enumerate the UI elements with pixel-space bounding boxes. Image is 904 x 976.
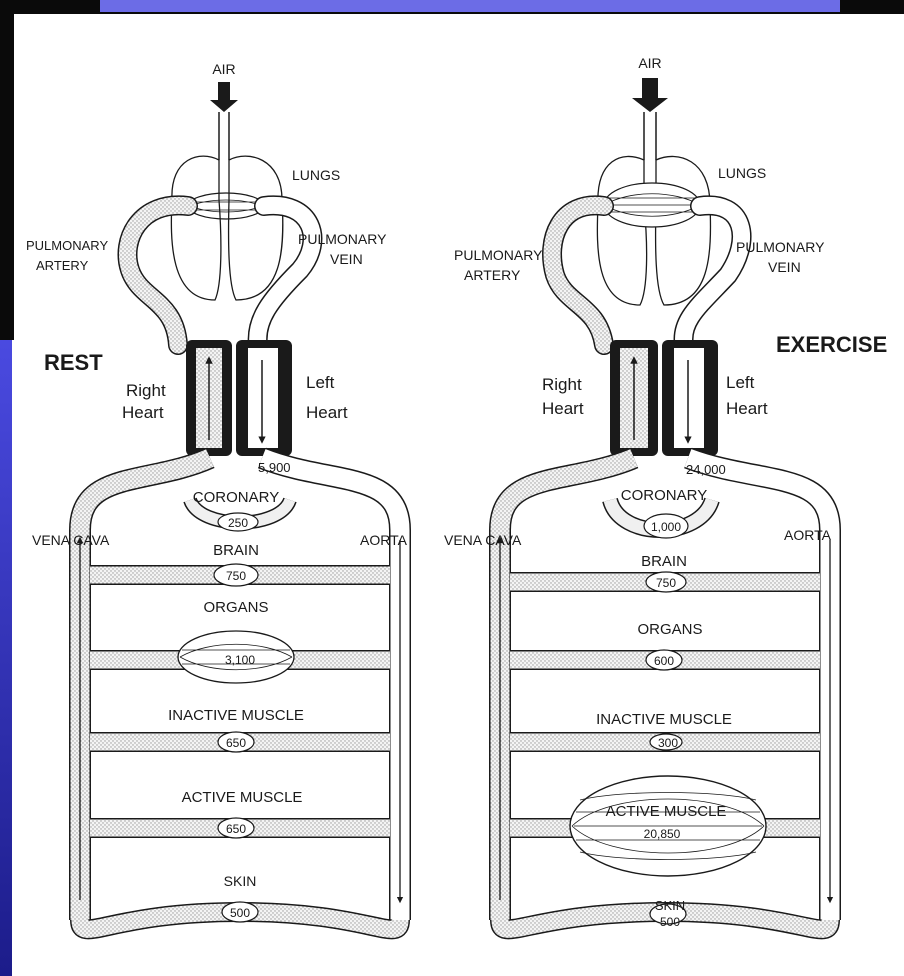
exercise-vena-cava-label: VENA CAVA <box>444 532 522 548</box>
rest-aorta-label: AORTA <box>360 532 408 548</box>
rest-right-heart-label-1: Right <box>126 381 166 400</box>
exercise-coronary-flow: 1,000 <box>651 520 681 534</box>
exercise-right-heart-label-2: Heart <box>542 399 584 418</box>
rest-active-muscle-flow: 650 <box>226 822 246 836</box>
exercise-state-label: EXERCISE <box>776 332 887 357</box>
rest-inactive-muscle-label: INACTIVE MUSCLE <box>168 707 304 724</box>
exercise-inactive-muscle-flow: 300 <box>658 736 678 750</box>
rest-organs-label: ORGANS <box>203 599 268 616</box>
rest-cardiac-output: 5,900 <box>258 460 291 475</box>
rest-active-muscle-label: ACTIVE MUSCLE <box>182 789 303 806</box>
rest-brain-label: BRAIN <box>213 542 259 559</box>
exercise-left-heart-label-2: Heart <box>726 399 768 418</box>
rest-pulmonary-artery-label-2: ARTERY <box>36 258 89 273</box>
rest-state-label: REST <box>44 350 103 375</box>
rest-panel: AIR LUNGS PULMONARY ARTERY PULMONARY VEI… <box>26 61 408 929</box>
rest-left-heart-label-2: Heart <box>306 403 348 422</box>
rest-pulmonary-vein-label-1: PULMONARY <box>298 231 387 247</box>
exercise-brain-flow: 750 <box>656 576 676 590</box>
exercise-aorta-label: AORTA <box>784 527 832 543</box>
left-dark-bar <box>0 0 14 340</box>
exercise-pulmonary-vein-label-1: PULMONARY <box>736 239 825 255</box>
rest-left-heart-label-1: Left <box>306 373 335 392</box>
exercise-right-heart-label-1: Right <box>542 375 582 394</box>
rest-brain-flow: 750 <box>226 569 246 583</box>
air-arrow-icon <box>632 78 668 112</box>
rest-inactive-muscle-flow: 650 <box>226 736 246 750</box>
exercise-organs-label: ORGANS <box>637 621 702 638</box>
rest-pulmonary-vein-label-2: VEIN <box>330 251 363 267</box>
exercise-lungs-label: LUNGS <box>718 165 766 181</box>
exercise-brain-label: BRAIN <box>641 553 687 570</box>
vena-cava-vessel <box>80 458 210 920</box>
top-blue-band <box>100 0 840 12</box>
exercise-air-label: AIR <box>638 55 661 71</box>
exercise-cardiac-output: 24,000 <box>686 462 726 477</box>
exercise-skin-flow: 500 <box>660 915 680 929</box>
rest-coronary-label: CORONARY <box>193 489 279 506</box>
exercise-active-muscle-label: ACTIVE MUSCLE <box>606 803 727 820</box>
rest-air-label: AIR <box>212 61 235 77</box>
exercise-active-muscle-flow: 20,850 <box>644 827 681 841</box>
lungs-outline <box>171 156 221 300</box>
exercise-panel: AIR LUNGS PULMONARY ARTERY PULMONARY VEI… <box>444 55 887 929</box>
rest-skin-label: SKIN <box>224 873 257 889</box>
left-blue-strip <box>0 340 12 976</box>
rest-right-heart-label-2: Heart <box>122 403 164 422</box>
rest-lungs-label: LUNGS <box>292 167 340 183</box>
rest-organs-flow: 3,100 <box>225 653 255 667</box>
aorta-vessel <box>262 458 400 920</box>
lungs-outline <box>597 156 646 305</box>
rest-vena-cava-label: VENA CAVA <box>32 532 110 548</box>
exercise-inactive-muscle-label: INACTIVE MUSCLE <box>596 711 732 728</box>
exercise-left-heart-label-1: Left <box>726 373 755 392</box>
rest-pulmonary-artery-label-1: PULMONARY <box>26 238 108 253</box>
exercise-coronary-label: CORONARY <box>621 487 707 504</box>
rest-coronary-flow: 250 <box>228 516 248 530</box>
lung-capillary-bed <box>188 193 264 219</box>
exercise-pulmonary-artery-label-1: PULMONARY <box>454 247 543 263</box>
exercise-organs-flow: 600 <box>654 654 674 668</box>
rest-skin-flow: 500 <box>230 906 250 920</box>
exercise-pulmonary-vein-label-2: VEIN <box>768 259 801 275</box>
exercise-pulmonary-artery-label-2: ARTERY <box>464 267 521 283</box>
exercise-skin-label: SKIN <box>655 898 685 913</box>
air-arrow-icon <box>210 82 238 112</box>
